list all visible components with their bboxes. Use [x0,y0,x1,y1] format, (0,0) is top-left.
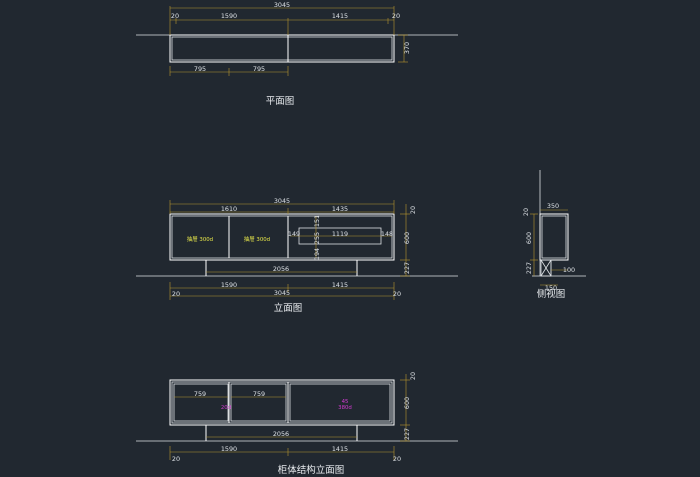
side-leg-dim: 227 [525,262,533,274]
structure-bottom-right-gap-dim: 20 [393,455,401,463]
front-vert-mid-dim: 255 [313,232,321,244]
structure-inner-mid-dim: 759 [253,390,265,398]
plan-right-gap-dim: 20 [392,12,400,20]
side-top-dim: 20 [522,208,530,216]
front-bottom-right-dim: 1415 [332,281,348,289]
front-door-label-2: 抽屉 300d [244,235,270,243]
front-top-right-dim: 1435 [332,205,348,213]
side-height-dim: 600 [525,232,533,244]
plan-total-dim: 3045 [274,1,290,9]
front-height-dim: 600 [403,232,411,244]
side-title: 侧视图 [537,288,566,300]
front-base-width-dim: 2056 [273,265,289,273]
side-foot-dim: 150 [545,284,557,292]
structure-bottom-left-dim: 1590 [221,445,237,453]
plan-bottom-left-dim: 795 [194,65,206,73]
front-bottom-left-gap-dim: 20 [172,290,180,298]
structure-bottom-right-dim: 1415 [332,445,348,453]
plan-left-gap-dim: 20 [171,12,179,20]
front-total-top-dim: 3045 [274,197,290,205]
plan-seg-left-dim: 1590 [221,12,237,20]
front-elevation: 3045 1610 1435 20 600 227 抽屉 300d 抽屉 300… [136,197,458,314]
side-view: 350 20 600 227 100 150 侧视图 [522,170,586,300]
front-open-right-dim: 148 [381,230,393,238]
front-leg-dim: 227 [403,262,411,274]
front-vert-low-dim: 194 [313,248,321,260]
front-open-mid-dim: 1119 [332,230,348,238]
structure-height-dim: 600 [403,397,411,409]
front-bottom-total-dim: 3045 [274,289,290,297]
front-title: 立面图 [274,302,303,314]
side-width-dim: 350 [547,202,559,210]
front-bottom-left-dim: 1590 [221,281,237,289]
front-top-left-dim: 1610 [221,205,237,213]
plan-view: 3045 20 1590 1415 20 370 795 795 平面图 [136,1,458,107]
structure-base-width-dim: 2056 [273,430,289,438]
front-top-thickness-dim: 20 [409,206,417,214]
side-depth-base-dim: 100 [563,266,575,274]
structure-top-thickness-dim: 20 [409,372,417,380]
structure-label-right-2: 380d [338,405,352,411]
structure-bottom-left-gap-dim: 20 [172,455,180,463]
plan-bottom-right-dim: 795 [253,65,265,73]
front-vert-top-dim: 151 [313,215,321,227]
structure-elevation: 759 759 20d 45 380d 20 600 227 2056 1590… [136,372,458,476]
front-door-label-1: 抽屉 300d [187,235,213,243]
plan-title: 平面图 [266,96,295,107]
front-bottom-right-gap-dim: 20 [393,290,401,298]
plan-depth-dim: 370 [403,42,411,54]
structure-label-right-1: 45 [342,399,349,405]
structure-leg-dim: 227 [403,428,411,440]
plan-seg-right-dim: 1415 [332,12,348,20]
structure-inner-left-dim: 759 [194,390,206,398]
front-open-left-dim: 149 [288,230,300,238]
structure-title: 柜体结构立面图 [278,464,345,476]
structure-label-mid: 20d [221,405,231,411]
